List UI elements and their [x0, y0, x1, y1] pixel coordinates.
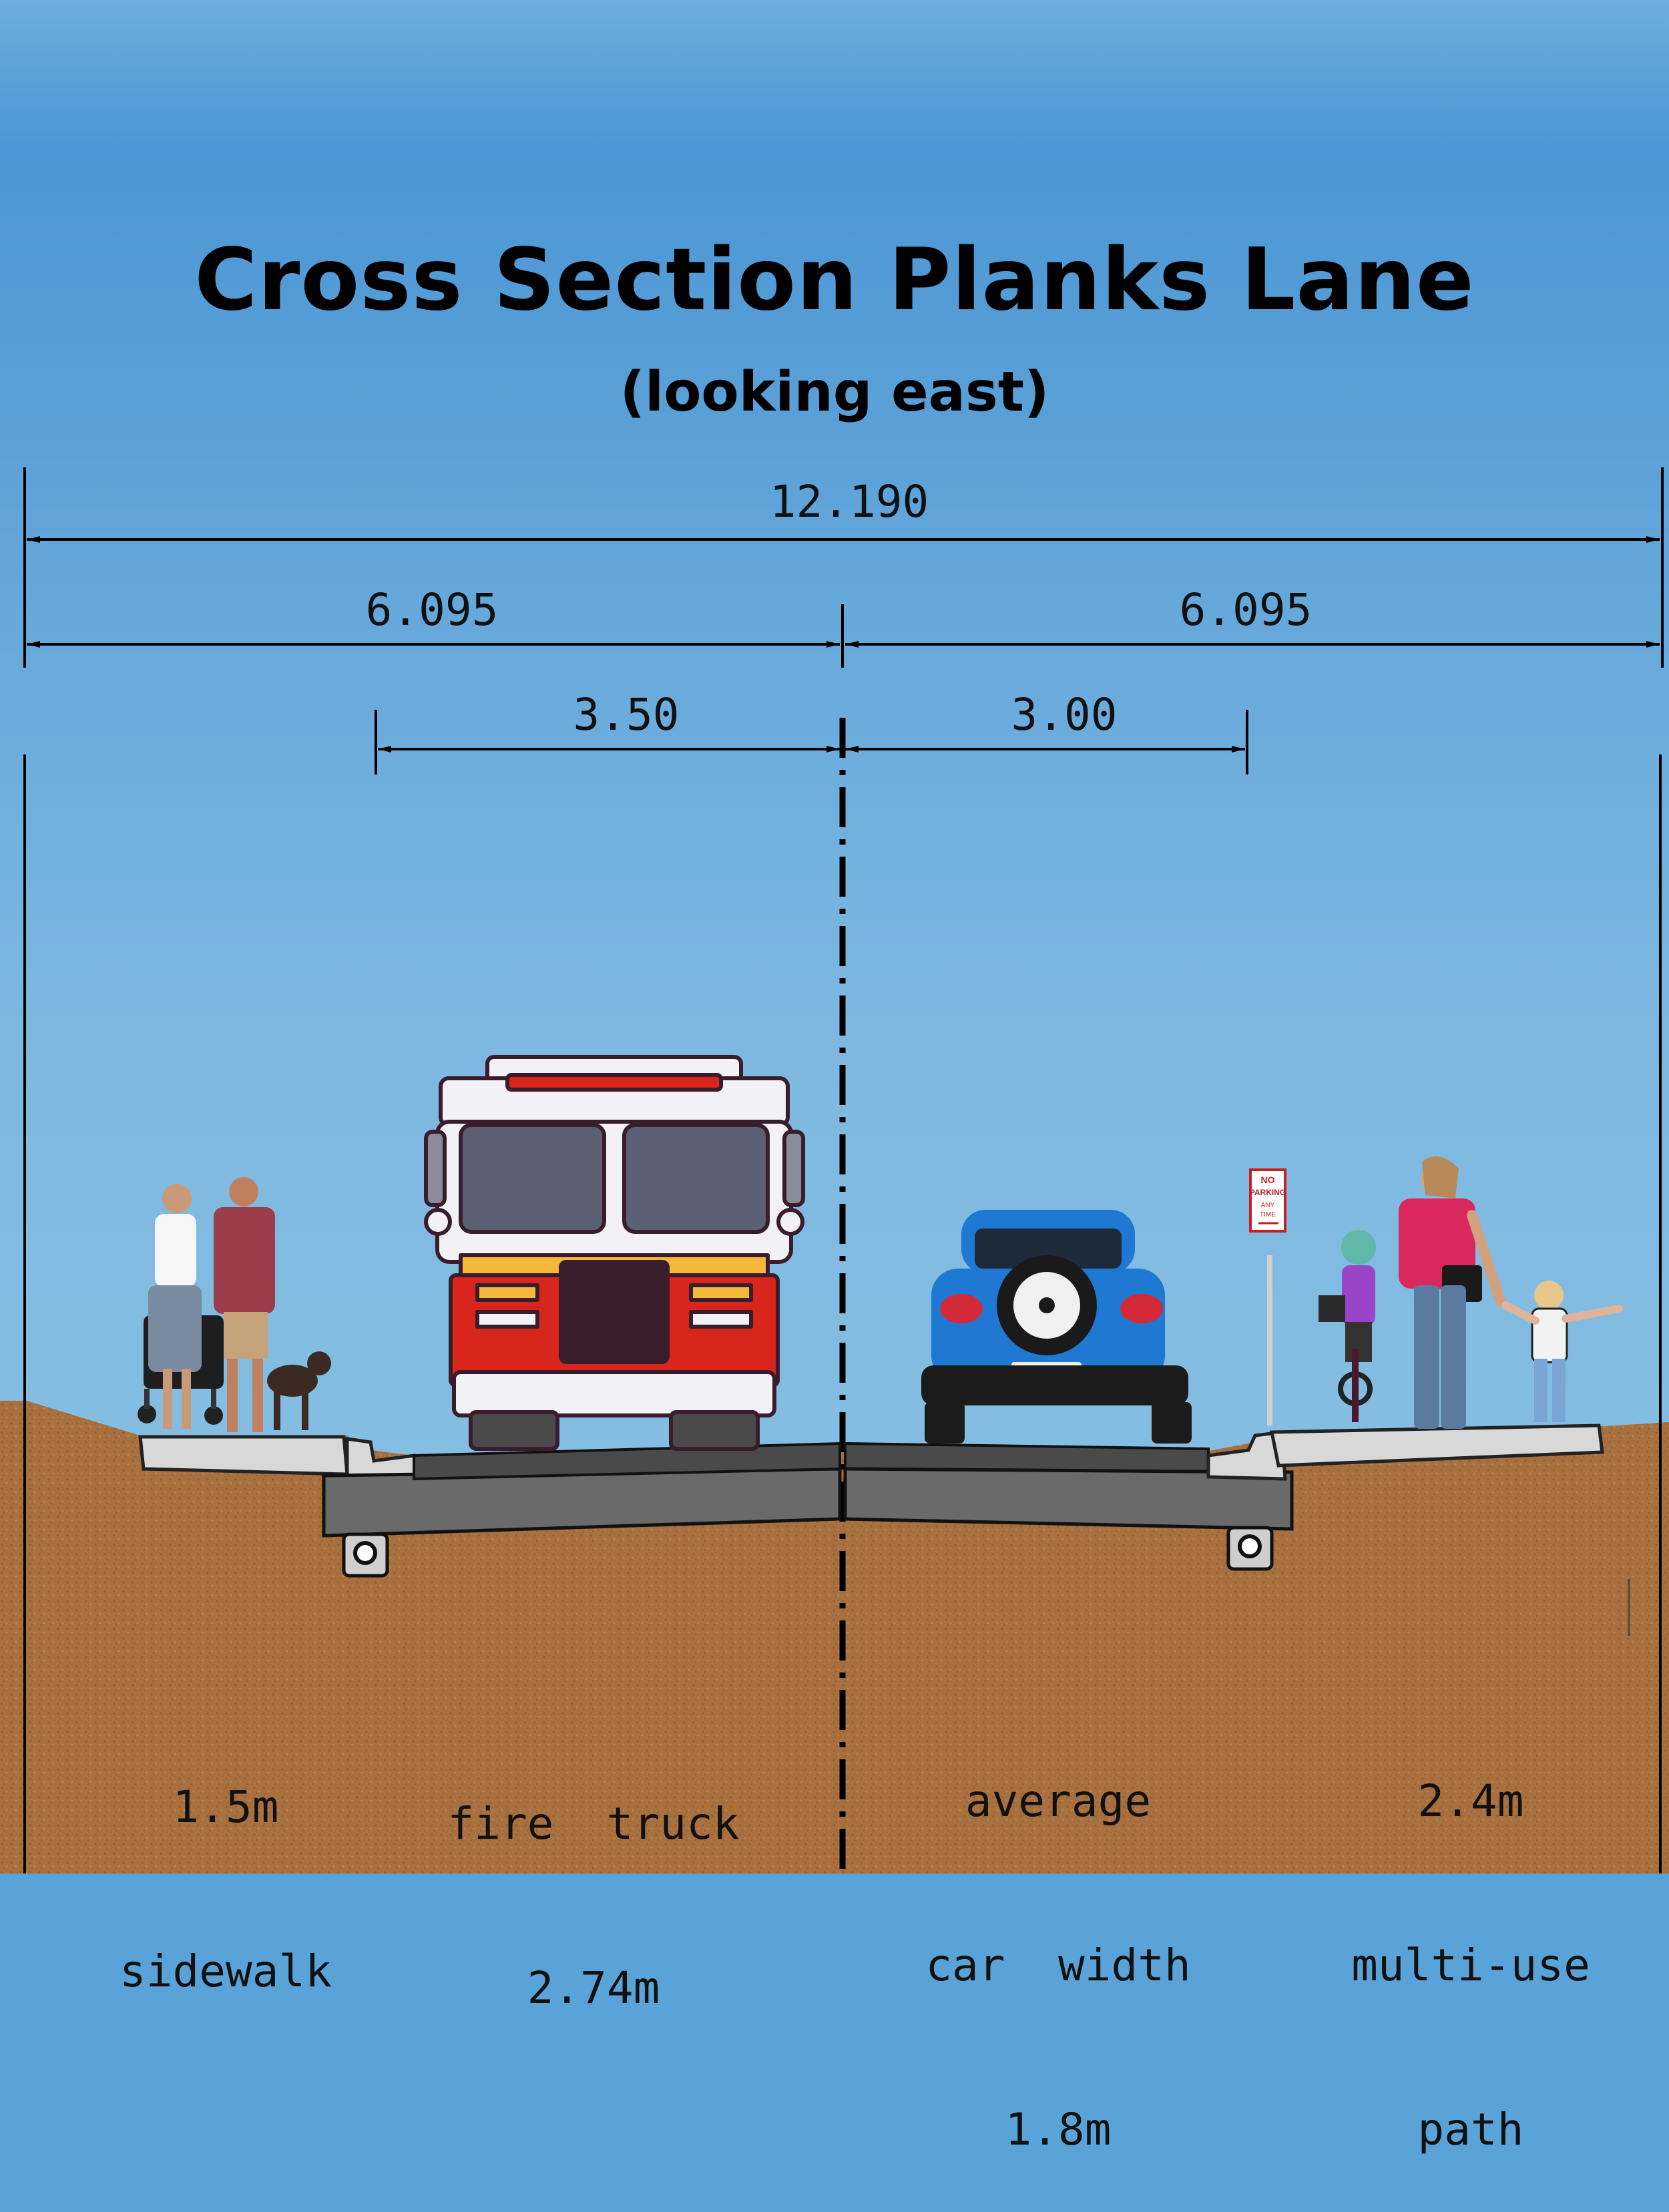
sign-text-time: TIME: [1260, 1211, 1276, 1219]
sign-text-no: NO: [1261, 1174, 1275, 1185]
sidewalk-width: 1.5m: [172, 1781, 279, 1833]
sidewalk-label: 1.5m sidewalk: [120, 1671, 332, 2054]
sidewalk-name: sidewalk: [120, 1946, 332, 1997]
path-name: multi-use: [1351, 1940, 1590, 1991]
fire-truck-icon: [424, 1055, 805, 1451]
right-half-dimension-label: 6.095: [1179, 584, 1313, 636]
left-lane-dimension-label: 3.50: [573, 689, 680, 740]
extension-lines: [23, 467, 1664, 1873]
page-subtitle: (looking east): [620, 361, 1049, 424]
dimension-lines: [27, 536, 1660, 752]
firetruck-name: fire truck: [447, 1798, 740, 1849]
right-catch-basin: [1226, 1526, 1274, 1571]
pedestrians-with-stroller-icon: [138, 1177, 331, 1432]
path-width: 2.4m: [1417, 1775, 1524, 1827]
car-icon: [921, 1210, 1192, 1444]
sign-text-any: ANY: [1261, 1202, 1275, 1209]
no-parking-sign: NO PARKING ANY TIME: [1249, 1168, 1286, 1425]
left-half-dimension-label: 6.095: [365, 584, 499, 636]
diagram-canvas: NO PARKING ANY TIME: [0, 0, 1669, 1873]
multi-use-path-label: 2.4m multi-use path: [1351, 1665, 1590, 2212]
firetruck-width: 2.74m: [527, 1962, 660, 2014]
overall-dimension-label: 12.190: [769, 476, 929, 527]
car-line-1: average: [965, 1775, 1152, 1827]
adult-walking-icon: [1399, 1156, 1506, 1429]
car-label: average car width 1.8m: [925, 1665, 1190, 2212]
right-lane-dimension-label: 3.00: [1011, 689, 1118, 740]
sidewalk-slab: [138, 1435, 349, 1476]
child-walking-icon: [1501, 1281, 1623, 1422]
car-line-2: car width: [925, 1940, 1191, 1991]
path-name-2: path: [1417, 2104, 1524, 2155]
pavement-structure: [138, 1423, 1604, 1578]
child-cyclist-icon: [1319, 1230, 1376, 1422]
sign-text-parking: PARKING: [1250, 1188, 1286, 1197]
page-title: Cross Section Planks Lane: [194, 230, 1475, 330]
firetruck-label: fire truck 2.74m: [447, 1687, 739, 2070]
car-width: 1.8m: [1005, 2104, 1112, 2155]
cross-section-diagram: NO PARKING ANY TIME Cross Section Planks…: [0, 0, 1669, 2155]
road-base-right: [843, 1467, 1294, 1531]
multi-use-path-slab: [1269, 1423, 1604, 1468]
left-catch-basin: [342, 1532, 389, 1578]
